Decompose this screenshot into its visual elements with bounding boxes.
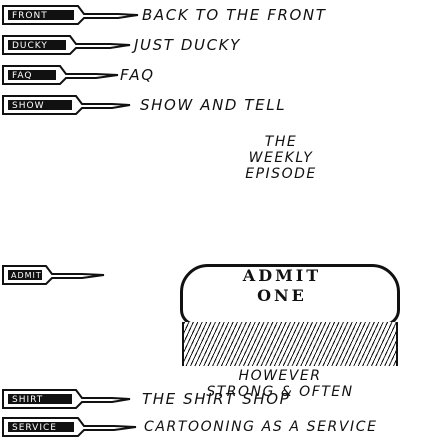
episode-title-line: THE [264, 134, 298, 150]
nav-tag: FRONT [12, 11, 48, 21]
episode-pointer[interactable]: ADMIT [0, 262, 140, 288]
nav-show-and-tell[interactable]: SHOW SHOW AND TELL [0, 92, 286, 118]
nav-tag: SHIRT [12, 395, 43, 405]
nav-label: THE SHIRT SHOP [142, 390, 291, 408]
pointing-hand-icon: SERVICE [2, 417, 137, 437]
ticket-body [180, 264, 400, 326]
nav-label: BACK TO THE FRONT [142, 6, 327, 24]
pointing-hand-icon: SHOW [2, 95, 131, 115]
nav-tag: SERVICE [12, 423, 57, 433]
episode-caption-line: STRONG & OFTEN [206, 384, 354, 400]
nav-shirt-shop[interactable]: SHIRT THE SHIRT SHOP [0, 386, 290, 412]
pointing-hand-icon: FRONT [2, 5, 139, 25]
nav-faq[interactable]: FAQ FAQ [0, 62, 155, 88]
episode-title: THE WEEKLY EPISODE [226, 134, 336, 182]
nav-tag: FAQ [12, 71, 32, 81]
episode-caption: HOWEVER STRONG & OFTEN [160, 368, 400, 400]
nav-cartooning-as-a-service[interactable]: SERVICE CARTOONING AS A SERVICE [0, 414, 378, 440]
ticket-admit-text: ADMIT [242, 266, 322, 285]
nav-label: FAQ [120, 66, 155, 84]
ticket-stub [182, 322, 398, 366]
nav-back-to-the-front[interactable]: FRONT BACK TO THE FRONT [0, 2, 327, 28]
nav-label: JUST DUCKY [134, 36, 241, 54]
nav-label: CARTOONING AS A SERVICE [144, 419, 378, 435]
pointing-hand-icon: SHIRT [2, 389, 131, 409]
nav-tag: SHOW [12, 101, 44, 111]
pointing-hand-icon: FAQ [2, 65, 119, 85]
episode-caption-line: HOWEVER [238, 368, 322, 384]
ticket-one-text: ONE [257, 286, 307, 305]
episode-title-line: WEEKLY [248, 150, 314, 166]
episode-title-line: EPISODE [245, 166, 317, 182]
nav-label: SHOW AND TELL [140, 96, 287, 114]
pointing-hand-icon: ADMIT [2, 265, 105, 285]
admit-one-ticket[interactable]: ADMIT ONE [172, 262, 410, 366]
pointing-hand-icon: DUCKY [2, 35, 131, 55]
nav-tag: ADMIT [11, 271, 42, 280]
nav-tag: DUCKY [12, 41, 48, 51]
nav-just-ducky[interactable]: DUCKY JUST DUCKY [0, 32, 241, 58]
